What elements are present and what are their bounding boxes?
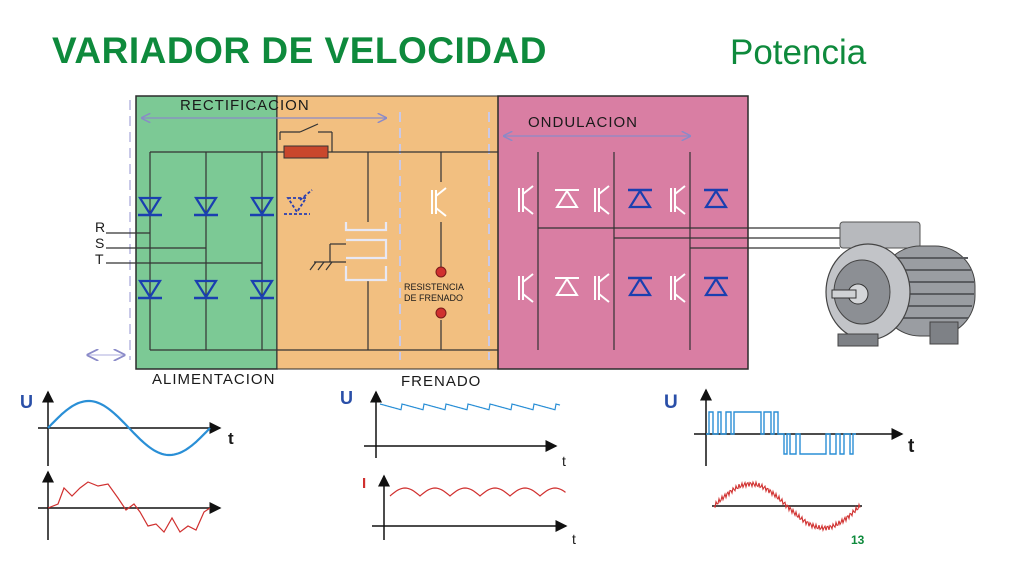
page-subtitle: Potencia xyxy=(730,33,867,72)
dc-voltage-axis-label: U xyxy=(340,388,353,408)
brake-resistor-terminal xyxy=(435,307,447,319)
page-number: 13 xyxy=(851,533,865,547)
label-brake-resistor-1: RESISTENCIA xyxy=(404,282,464,292)
waveform-dc-current: I t xyxy=(362,474,576,547)
rectifier-wiring xyxy=(149,151,498,351)
waveform-output-voltage: U t xyxy=(664,388,915,466)
label-rectification: RECTIFICACION xyxy=(180,97,310,114)
phase-t-label: T xyxy=(95,251,104,267)
dc-capacitors xyxy=(309,152,388,350)
motor-icon xyxy=(825,221,976,347)
precharge-resistor xyxy=(279,123,333,159)
varistor-icon xyxy=(284,189,313,215)
brake-resistor-terminal xyxy=(435,266,447,278)
waveform-dc-voltage: U t xyxy=(340,388,566,469)
output-voltage-axis-label: U xyxy=(664,392,678,413)
label-supply: ALIMENTACION xyxy=(152,371,275,388)
label-inversion: ONDULACION xyxy=(528,114,638,131)
waveform-output-current xyxy=(712,480,862,533)
page-title: VARIADOR DE VELOCIDAD xyxy=(52,30,547,71)
dc-current-time-axis-label: t xyxy=(572,531,576,547)
section-dividers xyxy=(129,100,490,360)
input-voltage-axis-label: U xyxy=(20,392,33,412)
brake-chopper xyxy=(431,152,447,350)
inverter-block xyxy=(497,95,749,370)
waveform-input-voltage: U t xyxy=(20,390,234,466)
phase-r-label: R xyxy=(95,219,105,235)
output-time-axis-label: t xyxy=(908,436,915,457)
input-time-axis-label: t xyxy=(228,429,234,448)
dc-voltage-time-axis-label: t xyxy=(562,453,566,469)
waveform-input-current xyxy=(38,470,222,540)
dc-bus-block xyxy=(276,95,499,370)
phase-input-lines xyxy=(106,232,262,264)
phase-s-label: S xyxy=(95,235,104,251)
freewheel-diodes xyxy=(555,188,728,297)
label-brake-resistor-2: DE FRENADO xyxy=(404,293,463,303)
label-braking: FRENADO xyxy=(401,373,481,390)
inverter-wiring xyxy=(537,152,840,350)
dc-current-axis-label: I xyxy=(362,475,366,492)
